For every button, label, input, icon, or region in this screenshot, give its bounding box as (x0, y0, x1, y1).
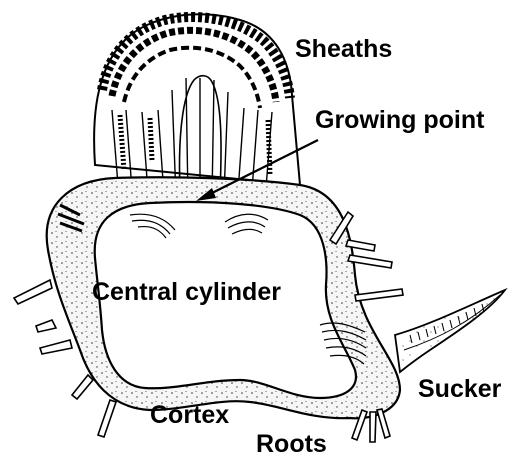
label-roots: Roots (256, 430, 327, 458)
label-sheaths: Sheaths (295, 35, 392, 63)
label-central-cylinder: Central cylinder (92, 278, 281, 306)
label-growing-point: Growing point (315, 106, 485, 134)
sucker (395, 290, 505, 372)
label-sucker: Sucker (418, 375, 502, 403)
sheaths-region (94, 14, 300, 200)
label-cortex: Cortex (150, 401, 229, 429)
